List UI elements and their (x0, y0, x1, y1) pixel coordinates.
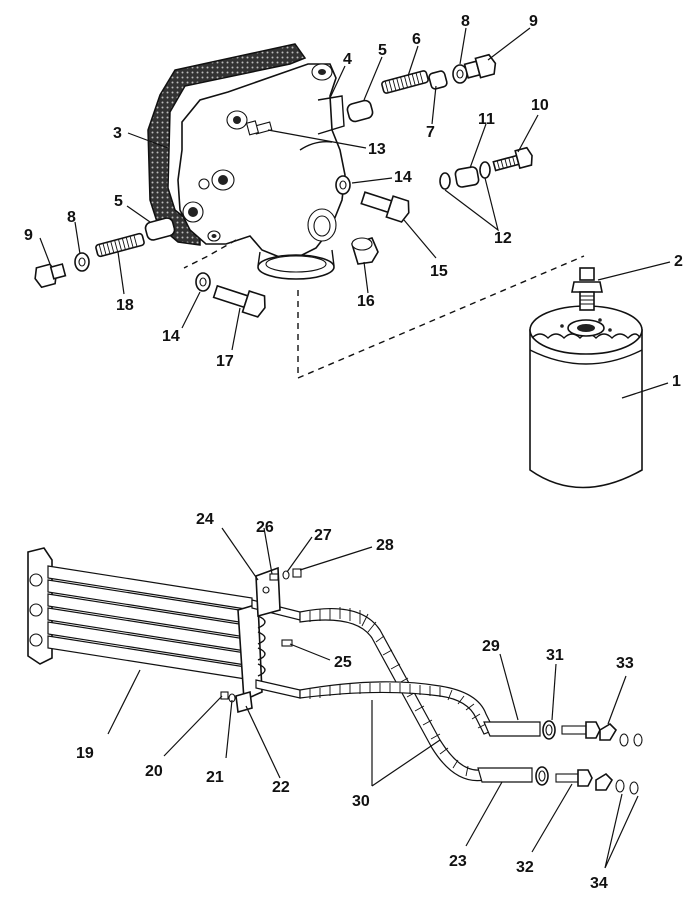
spring-part-6 (381, 70, 429, 94)
callout-10: 10 (531, 97, 549, 114)
callout-33: 33 (616, 655, 634, 672)
callout-8-upper: 8 (461, 13, 470, 30)
washer-part-27 (282, 570, 290, 580)
callout-22: 22 (272, 779, 290, 796)
callout-19: 19 (76, 745, 94, 762)
callout-6: 6 (412, 31, 421, 48)
shim-part-7 (428, 70, 448, 90)
washer-part-12-right (479, 161, 491, 179)
callout-16: 16 (357, 293, 375, 310)
callout-17: 17 (216, 353, 234, 370)
pipe-part-29 (483, 721, 541, 737)
connector-part-33 (599, 722, 643, 747)
spring-part-18 (95, 232, 145, 258)
callout-30: 30 (352, 793, 370, 810)
bolt-part-10 (492, 146, 533, 172)
callout-18: 18 (116, 297, 134, 314)
callout-5-lower: 5 (114, 193, 123, 210)
callout-2: 2 (674, 253, 683, 270)
relief-valve-lower (34, 217, 176, 289)
callout-9-upper: 9 (529, 13, 538, 30)
bolt-part-25 (281, 639, 293, 647)
callout-4: 4 (343, 51, 352, 68)
callout-11: 11 (478, 111, 495, 128)
plunger-part-5-upper (346, 99, 374, 123)
callout-14-upper: 14 (394, 169, 412, 186)
callout-31: 31 (546, 647, 564, 664)
callout-13: 13 (368, 141, 386, 158)
leader-lines (39, 27, 671, 869)
callout-14-lower: 14 (162, 328, 180, 345)
washer-part-34-right (629, 781, 639, 795)
callout-34: 34 (590, 875, 608, 892)
callout-21: 21 (206, 769, 224, 786)
bracket-part-22 (235, 690, 253, 714)
callout-12: 12 (494, 230, 512, 247)
nipple-part-2 (571, 267, 603, 311)
hose-part-30 (299, 607, 495, 782)
cooler-fin-tubes (47, 565, 253, 681)
callout-25: 25 (334, 654, 352, 671)
bolt-set-10-11-12 (439, 146, 533, 190)
callout-9-lower: 9 (24, 227, 33, 244)
callout-32: 32 (516, 859, 534, 876)
plunger-part-5-lower (144, 217, 176, 241)
pipe-part-23 (477, 767, 533, 783)
callout-27: 27 (314, 527, 332, 544)
callout-3: 3 (113, 125, 122, 142)
bolt-part-15 (360, 191, 410, 223)
sleeve-part-11 (454, 166, 480, 188)
relief-valve-upper (346, 53, 497, 123)
clamp-part-31 (542, 720, 556, 740)
fitting-part-32 (555, 769, 593, 787)
callout-28: 28 (376, 537, 394, 554)
callout-24: 24 (196, 511, 214, 528)
bolt-part-17 (212, 284, 266, 318)
fitting-upper (561, 721, 601, 739)
callout-20: 20 (145, 763, 163, 780)
plug-part-9-lower (34, 263, 67, 289)
callout-26: 26 (256, 519, 274, 536)
callout-labels: 1 2 3 4 5 5 6 7 8 8 9 9 10 11 12 13 14 1… (24, 13, 683, 892)
callout-8-lower: 8 (67, 209, 76, 226)
callout-5-upper: 5 (378, 42, 387, 59)
filter-housing-group (147, 43, 346, 280)
washer-part-34-left (615, 779, 625, 793)
plug-part-9-upper (463, 53, 497, 79)
plug-part-16 (351, 237, 379, 265)
screw-part-13 (245, 120, 273, 136)
assembly-guide-line-filter (297, 255, 585, 380)
washer-part-12-left (439, 172, 451, 190)
callout-7: 7 (426, 124, 435, 141)
nut-part-28 (292, 568, 302, 578)
callout-23: 23 (449, 853, 467, 870)
callout-29: 29 (482, 638, 500, 655)
connector-lower (595, 772, 639, 795)
callout-1: 1 (672, 373, 681, 390)
callout-15: 15 (430, 263, 448, 280)
clamp-lower (535, 766, 549, 786)
oil-filter-part-1 (529, 305, 643, 489)
bolt-part-26 (269, 573, 279, 581)
nut-part-20 (220, 691, 229, 700)
oil-cooler-part-19 (27, 547, 301, 702)
